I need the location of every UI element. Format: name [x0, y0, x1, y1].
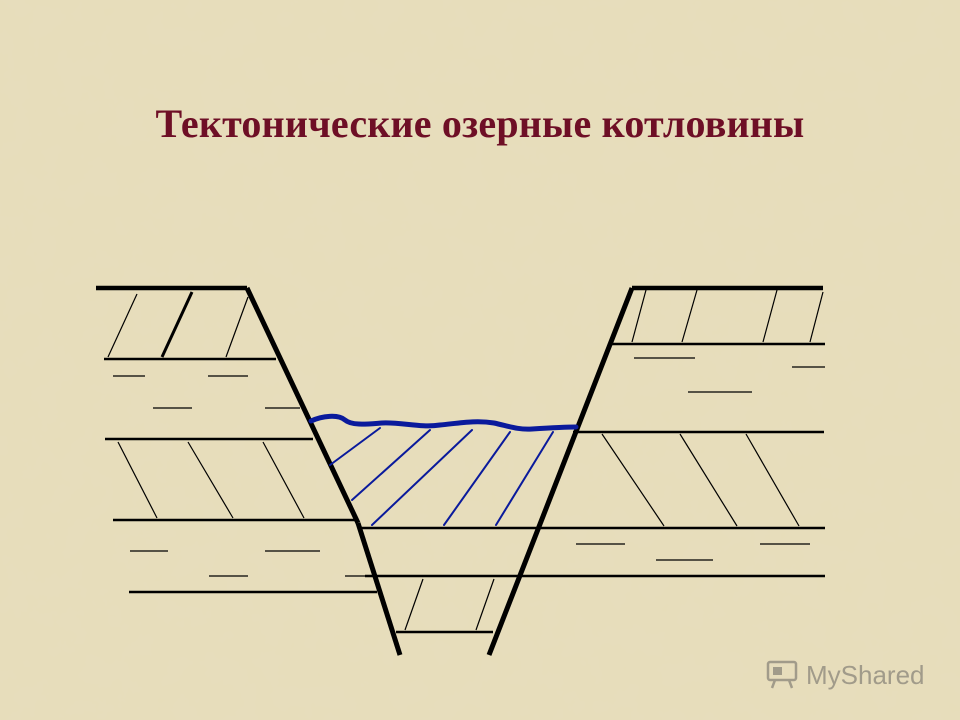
left-fault-line: [244, 286, 361, 525]
right-top-layer-hatch: [631, 289, 824, 343]
lake-water-surface: [308, 413, 579, 432]
left-clay-layer-dashes: [113, 375, 300, 409]
right-layer-boundaries: [358, 342, 825, 634]
left-sandstone-layer-hatch: [117, 441, 305, 519]
left-lower-clay-dashes: [130, 550, 378, 577]
watermark-text: MyShared: [806, 659, 925, 690]
left-layer-boundaries: [104, 357, 377, 594]
lake-water-hatch: [329, 427, 554, 526]
myshared-watermark: MyShared: [766, 655, 925, 695]
left-top-layer-hatch: [107, 291, 249, 358]
right-sandstone-layer-hatch: [601, 433, 800, 527]
slide-title: Тектонические озерные котловины: [155, 101, 805, 146]
right-lower-clay-dashes: [576, 543, 810, 561]
right-clay-layer-dashes: [634, 357, 825, 393]
right-fault-line: [486, 287, 635, 656]
graben-left-fault-line: [355, 522, 403, 656]
projector-icon: [766, 656, 800, 695]
graben-bottom-hatch: [404, 578, 495, 631]
lake-water: [308, 413, 579, 526]
